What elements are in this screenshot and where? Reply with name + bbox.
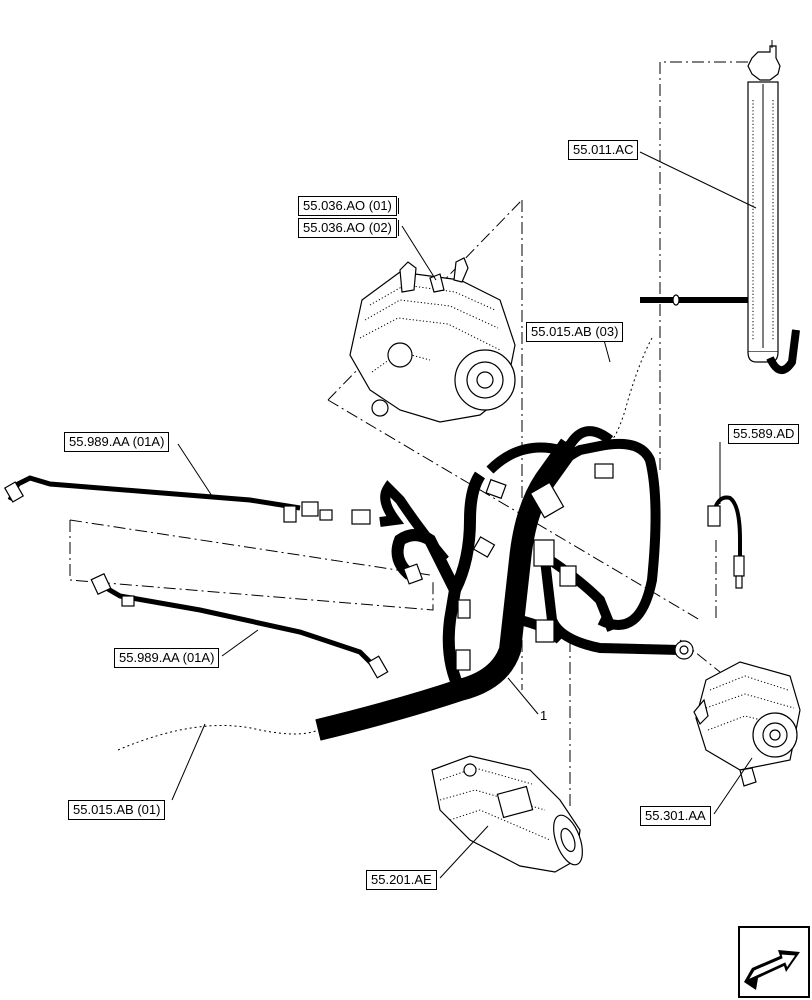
cable-55-015-ab-03[interactable] xyxy=(611,337,653,441)
callout-55-989-aa-lower[interactable]: 55.989.AA (01A) xyxy=(114,648,220,668)
callout-55-989-aa-upper[interactable]: 55.989.AA (01A) xyxy=(64,432,170,452)
callout-55-015-ab-03[interactable]: 55.015.AB (03) xyxy=(526,322,624,342)
callout-55-201-ae[interactable]: 55.201.AE xyxy=(366,870,437,890)
leader-lines xyxy=(171,151,757,879)
injection-pump[interactable] xyxy=(349,257,516,423)
fuel-level-sender[interactable] xyxy=(640,40,800,374)
starter-motor[interactable] xyxy=(431,755,588,873)
callout-55-301-aa[interactable]: 55.301.AA xyxy=(640,806,711,826)
callout-55-036-ao-01[interactable]: 55.036.AO (01) xyxy=(298,196,397,216)
cable-55-015-ab-01[interactable] xyxy=(117,725,319,751)
arrow-navigation-icon[interactable] xyxy=(738,926,810,998)
alternator[interactable] xyxy=(693,661,801,787)
callout-55-036-ao-02[interactable]: 55.036.AO (02) xyxy=(298,218,397,238)
sensor-cable-upper[interactable] xyxy=(3,475,333,523)
callout-55-011-ac[interactable]: 55.011.AC xyxy=(568,140,639,160)
sensor-cable-lower[interactable] xyxy=(90,572,389,679)
temperature-sensor[interactable] xyxy=(707,495,745,589)
callout-55-589-ad[interactable]: 55.589.AD xyxy=(728,424,800,444)
callout-55-015-ab-01[interactable]: 55.015.AB (01) xyxy=(68,800,166,820)
wiring-harness[interactable] xyxy=(315,426,694,741)
item-number-label: 1 xyxy=(540,708,548,723)
